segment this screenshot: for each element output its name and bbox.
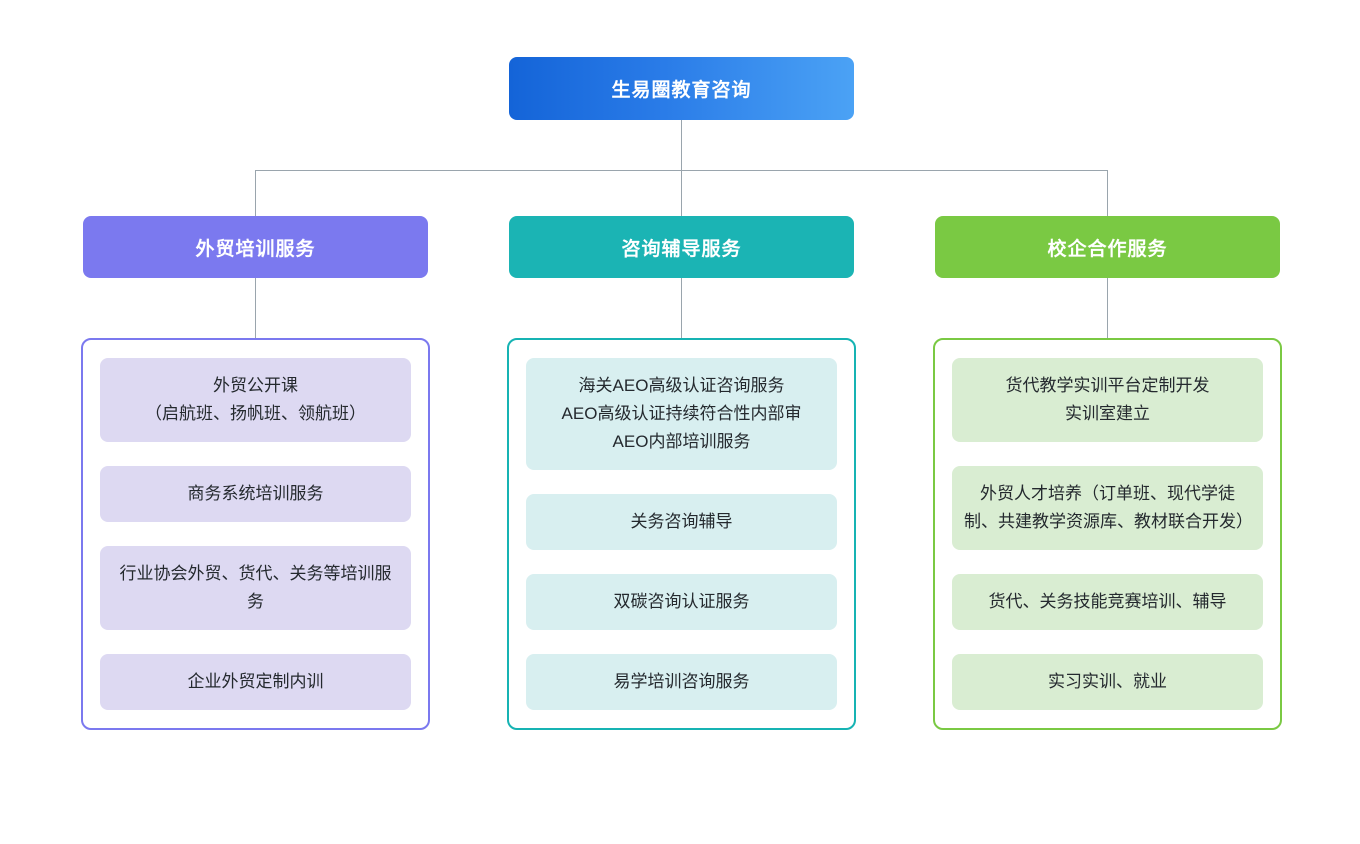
leaf-card[interactable]: 易学培训咨询服务	[526, 654, 837, 710]
connector-root-stem	[681, 120, 682, 170]
root-node[interactable]: 生易圈教育咨询	[509, 57, 854, 120]
branch-header-school-enterprise-cooperation[interactable]: 校企合作服务	[935, 216, 1280, 278]
leaf-card[interactable]: 货代教学实训平台定制开发 实训室建立	[952, 358, 1263, 442]
connector-drop-branch-3	[1107, 170, 1108, 216]
connector-drop-branch-2	[681, 170, 682, 216]
branch-body-consulting-tutoring: 海关AEO高级认证咨询服务 AEO高级认证持续符合性内部审 AEO内部培训服务 …	[507, 338, 856, 730]
leaf-card[interactable]: 双碳咨询认证服务	[526, 574, 837, 630]
branch-school-enterprise-cooperation: 校企合作服务 货代教学实训平台定制开发 实训室建立 外贸人才培养（订单班、现代学…	[933, 216, 1282, 730]
branch-header-foreign-trade-training[interactable]: 外贸培训服务	[83, 216, 428, 278]
leaf-card[interactable]: 外贸人才培养（订单班、现代学徒制、共建教学资源库、教材联合开发）	[952, 466, 1263, 550]
connector-branch-2-to-body	[681, 278, 682, 338]
leaf-card[interactable]: 关务咨询辅导	[526, 494, 837, 550]
branch-body-foreign-trade-training: 外贸公开课 （启航班、扬帆班、领航班） 商务系统培训服务 行业协会外贸、货代、关…	[81, 338, 430, 730]
leaf-card[interactable]: 货代、关务技能竞赛培训、辅导	[952, 574, 1263, 630]
branch-header-consulting-tutoring[interactable]: 咨询辅导服务	[509, 216, 854, 278]
connector-branch-1-to-body	[255, 278, 256, 338]
leaf-card[interactable]: 行业协会外贸、货代、关务等培训服务	[100, 546, 411, 630]
leaf-card[interactable]: 实习实训、就业	[952, 654, 1263, 710]
leaf-card[interactable]: 外贸公开课 （启航班、扬帆班、领航班）	[100, 358, 411, 442]
connector-drop-branch-1	[255, 170, 256, 216]
leaf-card[interactable]: 商务系统培训服务	[100, 466, 411, 522]
branch-consulting-tutoring: 咨询辅导服务 海关AEO高级认证咨询服务 AEO高级认证持续符合性内部审 AEO…	[507, 216, 856, 730]
connector-branch-3-to-body	[1107, 278, 1108, 338]
branch-body-school-enterprise-cooperation: 货代教学实训平台定制开发 实训室建立 外贸人才培养（订单班、现代学徒制、共建教学…	[933, 338, 1282, 730]
leaf-card[interactable]: 海关AEO高级认证咨询服务 AEO高级认证持续符合性内部审 AEO内部培训服务	[526, 358, 837, 470]
branch-foreign-trade-training: 外贸培训服务 外贸公开课 （启航班、扬帆班、领航班） 商务系统培训服务 行业协会…	[81, 216, 430, 730]
leaf-card[interactable]: 企业外贸定制内训	[100, 654, 411, 710]
